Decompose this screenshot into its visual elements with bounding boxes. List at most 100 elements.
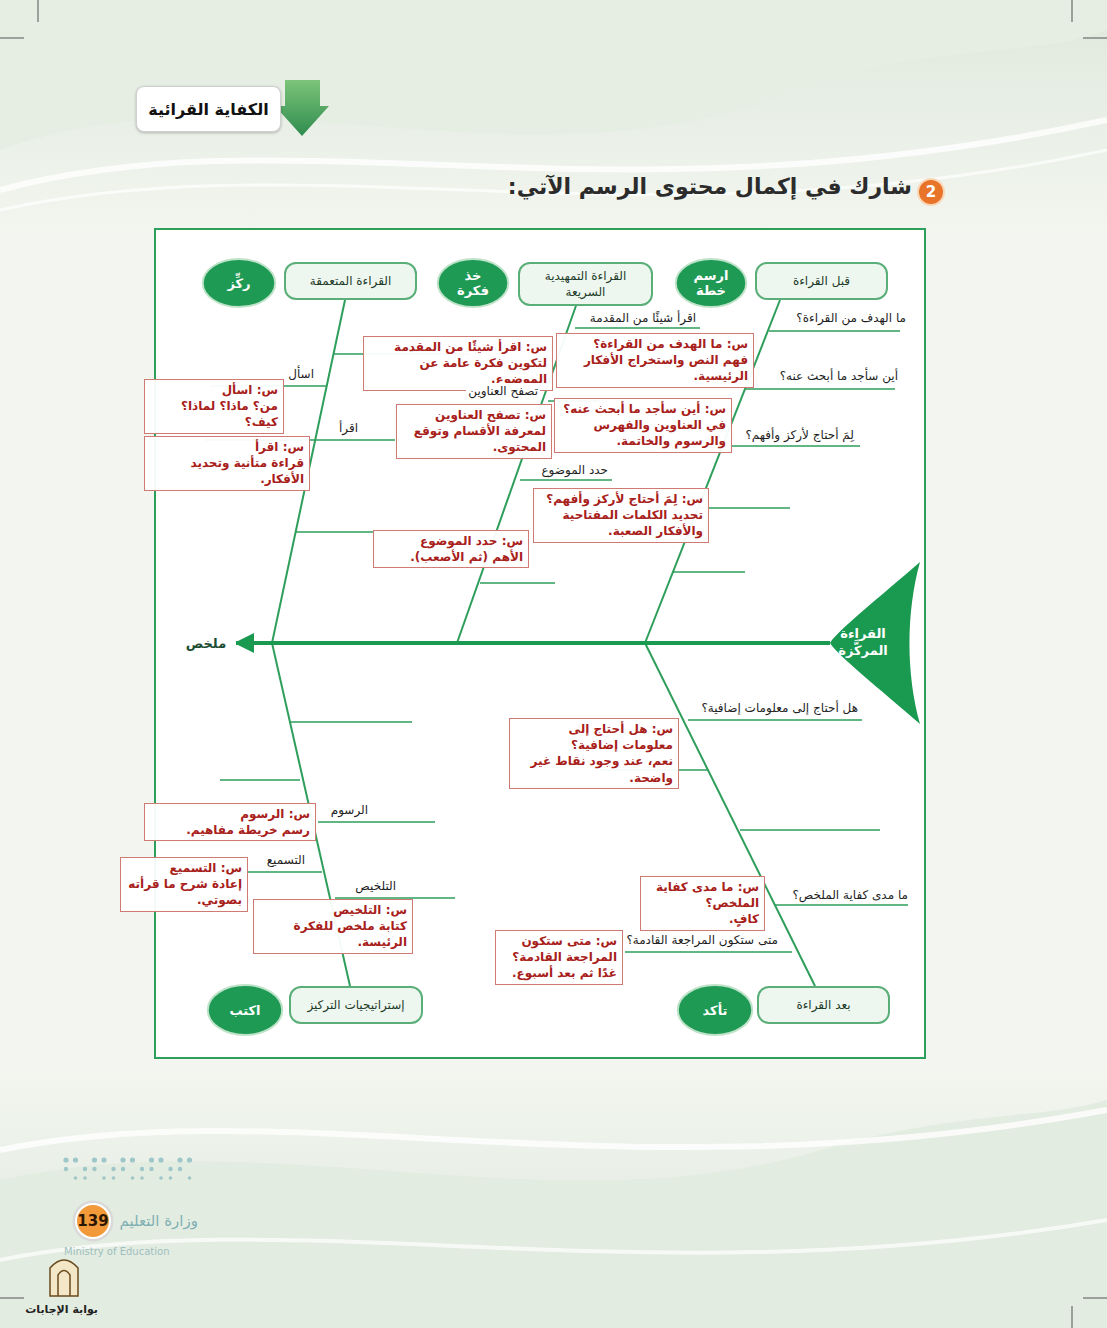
page-ring bbox=[73, 1201, 114, 1242]
circle-fill bbox=[678, 985, 752, 1035]
number-disc bbox=[918, 179, 944, 205]
ministry-logo-dots bbox=[74, 1176, 78, 1180]
fishbone-rib bbox=[769, 330, 900, 332]
node-text: 2 bbox=[926, 183, 936, 201]
ministry-logo-dots bbox=[178, 1167, 182, 1171]
circle-fill bbox=[203, 259, 276, 307]
answer-box: س: ما مدى كفاية الملخص؟كافٍ. bbox=[640, 876, 765, 931]
fishbone-rib bbox=[746, 388, 895, 390]
ministry-logo-dots bbox=[63, 1157, 68, 1162]
page-number: 139 bbox=[72, 1200, 114, 1242]
question-text: س: أين سأجد ما أبحث عنه؟ bbox=[560, 401, 726, 417]
ministry-logo-dots bbox=[101, 1157, 106, 1162]
ministry-logo-dots bbox=[64, 1167, 68, 1171]
ministry-logo-dots bbox=[177, 1157, 182, 1162]
ministry-logo-dots bbox=[112, 1176, 116, 1180]
node-text: القراءة التمهيدية السريعة bbox=[528, 268, 643, 300]
ministry-logo-dots bbox=[187, 1157, 192, 1162]
answer-box: س: تصفح العناوينلمعرفة الأقسام وتوقع الم… bbox=[396, 404, 552, 459]
branch-label: اسأل bbox=[286, 366, 316, 382]
fishbone-rib bbox=[180, 328, 908, 952]
page-background bbox=[0, 0, 1107, 150]
question-text: س: اقرأ شيئًا من المقدمة bbox=[369, 339, 547, 355]
ministry-logo-dots bbox=[111, 1167, 115, 1171]
stage-box: القراءة التمهيدية السريعة bbox=[518, 262, 653, 306]
section-tab: الكفاية القرائية bbox=[136, 86, 281, 132]
branch-label: ما الهدف من القراءة؟ bbox=[794, 310, 908, 326]
answer-text: نعم، عند وجود نقاط غير واضحة. bbox=[515, 753, 673, 785]
answer-text: الأهم (ثم الأصعب). bbox=[379, 549, 523, 565]
fishbone-rib bbox=[295, 531, 375, 533]
fishbone-rib bbox=[721, 445, 860, 447]
ministry-logo-dots bbox=[140, 1176, 144, 1180]
crop-mark bbox=[0, 38, 24, 39]
fishbone-rib bbox=[318, 821, 435, 823]
crop-mark bbox=[1083, 38, 1107, 39]
ministry-logo-dots bbox=[140, 1167, 144, 1171]
fishbone-rib bbox=[775, 904, 908, 906]
crop-mark bbox=[1072, 1306, 1073, 1328]
fishbone-rib bbox=[672, 571, 745, 573]
answer-box: س: اقرأقراءة متأنية وتحديد الأفكار. bbox=[144, 436, 310, 491]
answer-text: في العناوين والفهرس والرسوم والخاتمة. bbox=[560, 417, 726, 449]
fishbone-rib bbox=[625, 951, 792, 953]
ministry-logo-dots bbox=[73, 1157, 78, 1162]
site-watermark: بوابة الإجابات bbox=[23, 1302, 100, 1318]
node-text: ملخص bbox=[186, 636, 226, 651]
question-text: س: ما الهدف من القراءة؟ bbox=[562, 336, 748, 352]
answer-text: إعادة شرح ما قرأته بصوتي. bbox=[126, 876, 242, 908]
answer-box: س: هل أحتاج إلى معلومات إضافية؟نعم، عند … bbox=[509, 718, 679, 789]
branch-label: اقرأ شيئًا من المقدمة bbox=[588, 310, 698, 326]
ministry-logo-dots bbox=[102, 1176, 106, 1180]
question-text: س: الرسوم bbox=[150, 806, 310, 822]
page-background bbox=[0, 1110, 1107, 1150]
ministry-logo-dots bbox=[158, 1157, 163, 1162]
ministry-logo-dots bbox=[130, 1157, 135, 1162]
branch-label: لِمَ أحتاج لأركز وأفهم؟ bbox=[743, 427, 856, 443]
fishbone-rib bbox=[220, 779, 300, 781]
branch-label: الرسوم bbox=[329, 802, 370, 818]
answer-box: س: التلخيصكتابة ملخص للفكرة الرئيسة. bbox=[253, 899, 413, 954]
exercise-title: شارك في إكمال محتوى الرسم الآتي: bbox=[508, 174, 912, 199]
site-logo bbox=[58, 1271, 70, 1297]
ministry-logo-dots bbox=[168, 1167, 172, 1171]
node-text: ركِّز bbox=[227, 276, 250, 291]
ministry-logo-dots bbox=[149, 1167, 153, 1171]
question-text: س: اقرأ bbox=[150, 439, 304, 455]
question-text: س: تصفح العناوين bbox=[402, 407, 546, 423]
ministry-logo-dots bbox=[121, 1167, 125, 1171]
node-text: الكفاية القرائية bbox=[148, 100, 268, 119]
site-logo bbox=[50, 1260, 78, 1296]
action-circle: اكتب bbox=[207, 984, 283, 1036]
crop-mark bbox=[0, 1298, 24, 1299]
fishbone-rib bbox=[520, 479, 612, 481]
answer-text: تحديد الكلمات المفتاحية والأفكار الصعبة. bbox=[539, 507, 703, 539]
circle-fill bbox=[208, 985, 282, 1035]
ministry-logo-dots bbox=[63, 1157, 192, 1179]
ministry-logo-dots bbox=[188, 1176, 192, 1180]
answer-text: فهم النص واستخراج الأفكار الرئيسية. bbox=[562, 352, 748, 384]
circle-fill bbox=[438, 259, 509, 307]
branch-label: تصفح العناوين bbox=[466, 383, 540, 399]
page-disc bbox=[76, 1204, 110, 1238]
ministry-logo-dots bbox=[149, 1157, 154, 1162]
answer-text: كتابة ملخص للفكرة الرئيسة. bbox=[259, 918, 407, 950]
answer-box: س: الرسومرسم خريطة مفاهيم. bbox=[144, 803, 316, 841]
section-arrow bbox=[275, 80, 329, 136]
fishbone-rib bbox=[688, 719, 862, 721]
branch-label: اقرأ bbox=[337, 420, 360, 436]
question-text: س: التلخيص bbox=[259, 902, 407, 918]
branch-label: حدد الموضوع bbox=[539, 462, 610, 478]
action-circle: ركِّز bbox=[202, 258, 276, 308]
ministry-logo-dots bbox=[120, 1157, 125, 1162]
action-circle: ارسم خطة bbox=[675, 258, 747, 308]
action-circle: تأكد bbox=[677, 984, 753, 1036]
ministry-name: وزارة التعليم bbox=[117, 1213, 200, 1229]
ministry-logo-dots bbox=[131, 1176, 135, 1180]
branch-label: التلخيص bbox=[353, 878, 398, 894]
ministry-logo-dots bbox=[92, 1157, 97, 1162]
answer-text: لمعرفة الأقسام وتوقع المحتوى. bbox=[402, 423, 546, 455]
fishbone-rib bbox=[290, 721, 412, 723]
answer-box: س: التسميعإعادة شرح ما قرأته بصوتي. bbox=[120, 857, 248, 912]
